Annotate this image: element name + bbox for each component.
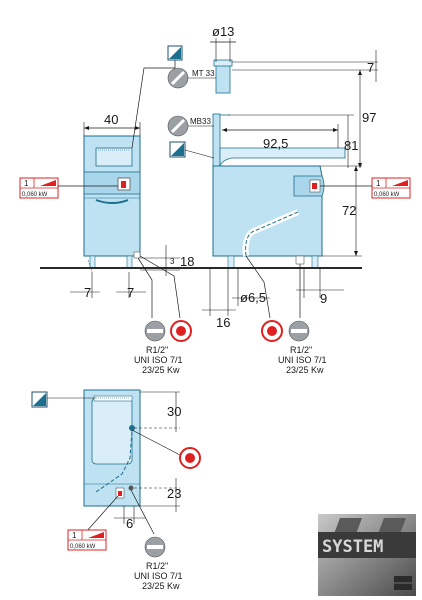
dim-81: 81 (344, 138, 358, 153)
svg-text:MB33: MB33 (190, 117, 211, 126)
mt-tag: MT 33 (167, 67, 216, 89)
dim-6: 6 (126, 516, 133, 531)
electric-icon-side (169, 141, 215, 159)
electric-icon-top-view (31, 391, 48, 408)
front-door-handle (95, 199, 129, 204)
dim-flue-diameter: ø13 (212, 24, 234, 39)
gas-inlet-symbol-side (288, 320, 310, 342)
electric-icon-top (167, 45, 183, 61)
dim-7-left: 7 (84, 285, 91, 300)
mb-tag: MB33 (167, 115, 214, 137)
dim-16: 16 (216, 315, 230, 330)
front-basket (95, 147, 133, 167)
svg-text:SYSTEM: SYSTEM (322, 537, 383, 557)
gas-inlet-symbol (144, 320, 166, 342)
dim-width-40: 40 (104, 112, 118, 127)
dim-3: 3 (170, 257, 175, 266)
dim-9: 9 (320, 291, 327, 306)
dim-18: 18 (180, 254, 194, 269)
dim-92-5: 92,5 (263, 136, 288, 151)
dim-7-top: 7 (367, 60, 374, 75)
gas-standard-side: UNI ISO 7/1 (278, 355, 327, 365)
gas-power-side: 23/25 Kw (286, 365, 324, 375)
svg-text:MT 33: MT 33 (192, 69, 215, 78)
front-gas-inlet (133, 251, 141, 259)
svg-text:1: 1 (72, 531, 77, 540)
svg-text:1: 1 (24, 179, 29, 188)
front-control-panel (83, 171, 141, 195)
gas-thread-side: R1/2" (290, 345, 312, 355)
power-badge-bottom: 1 0,060 kW (67, 529, 107, 551)
svg-text:1: 1 (376, 179, 381, 188)
svg-text:0,060 kW: 0,060 kW (374, 192, 400, 198)
gas-thread-top: R1/2" (146, 561, 168, 571)
front-view (83, 135, 141, 273)
gas-valve-symbol-side (261, 320, 283, 342)
gas-standard-top: UNI ISO 7/1 (134, 571, 183, 581)
power-badge-left: 1 0,060 kW (19, 177, 59, 199)
dim-72: 72 (342, 203, 356, 218)
dim-7-mid: 7 (127, 285, 134, 300)
svg-text:0,060 kW: 0,060 kW (70, 544, 96, 550)
gas-valve-symbol-top (179, 447, 201, 469)
power-badge-right: 1 0,060 kW (371, 177, 411, 199)
gas-valve-symbol (170, 320, 192, 342)
gas-standard-front: UNI ISO 7/1 (134, 355, 183, 365)
svg-text:0,060 kW: 0,060 kW (22, 192, 48, 198)
dim-97: 97 (362, 110, 376, 125)
side-view (212, 59, 346, 269)
dim-30: 30 (167, 404, 181, 419)
gas-power-front: 23/25 Kw (142, 365, 180, 375)
system-logo: SYSTEM (318, 514, 416, 596)
top-view (83, 389, 141, 507)
gas-inlet-symbol-top (144, 536, 166, 558)
gas-thread-front: R1/2" (146, 345, 168, 355)
dim-drain-diameter: ø6,5 (240, 290, 266, 305)
gas-power-top: 23/25 Kw (142, 581, 180, 591)
dim-23: 23 (167, 486, 181, 501)
